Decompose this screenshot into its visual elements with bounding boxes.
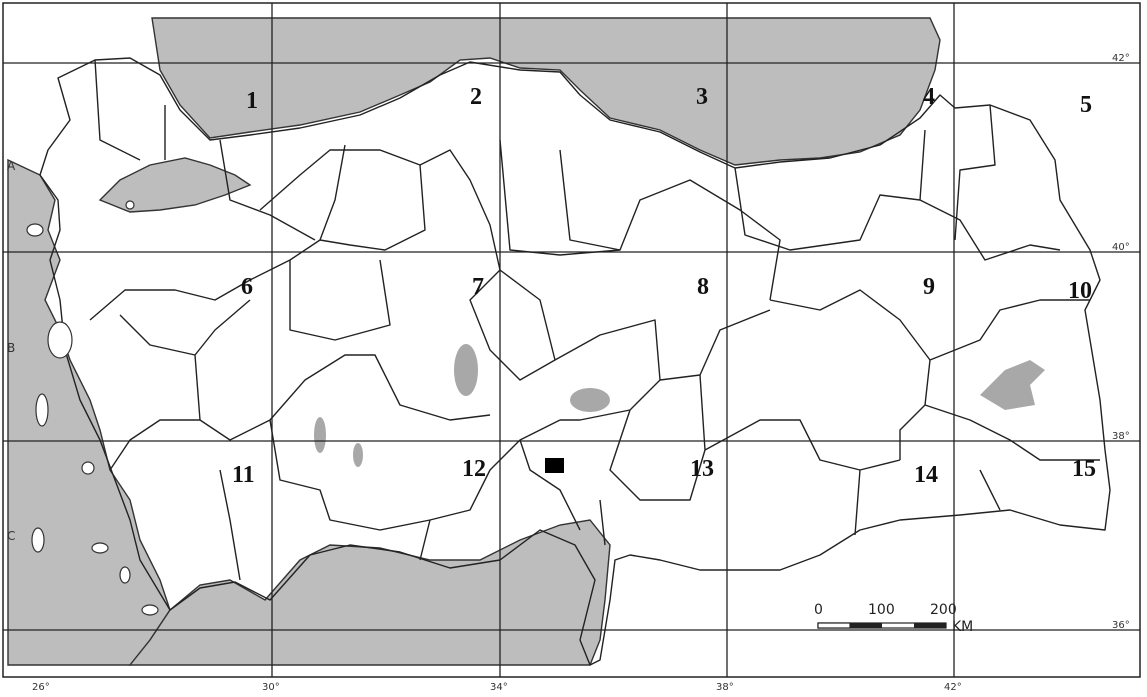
scale-bar: 0 100 200 KM [814,602,973,635]
grid-cell-2: 2 [470,84,482,110]
marmara-sea [98,157,252,213]
grid-cell-14: 14 [914,462,938,488]
grid-cell-10: 10 [1068,278,1092,304]
lon-label-30: 30° [262,682,280,693]
row-letter-a: A [7,159,16,173]
country-outline [39,57,1111,666]
grid-cell-11: 11 [232,462,255,488]
lon-label-34: 34° [490,682,508,693]
islands [26,200,159,616]
scale-unit: KM [952,619,973,635]
black-square-marker [545,458,564,473]
grid-cell-15: 15 [1072,456,1096,482]
grid-cell-4: 4 [923,84,935,110]
scale-tick-100: 100 [868,602,895,618]
grid-cell-9: 9 [923,274,935,300]
beysehir-lake [314,417,326,453]
row-letter-c: C [7,529,15,543]
lat-label-38: 38° [1112,431,1130,442]
black-sea [151,17,941,166]
grid-cell-1: 1 [246,88,258,114]
grid-cell-6: 6 [241,274,253,300]
lat-label-42: 42° [1112,53,1130,64]
grid-cell-12: 12 [462,456,486,482]
scale-tick-200: 200 [930,602,957,618]
row-letter-b: B [7,341,15,355]
scale-tick-0: 0 [814,602,823,618]
salt-flat [570,388,610,412]
grid-cell-7: 7 [472,274,484,300]
lon-label-26: 26° [32,682,50,693]
lat-label-40: 40° [1112,242,1130,253]
lon-label-42: 42° [944,682,962,693]
lat-label-36: 36° [1112,620,1130,631]
lon-label-38: 38° [716,682,734,693]
egirdir-lake [353,443,363,467]
tuz-lake [454,344,478,396]
grid-cell-5: 5 [1080,92,1092,118]
van-lake [980,360,1045,410]
grid-cell-8: 8 [697,274,709,300]
coordinate-grid [3,3,1140,677]
grid-cell-3: 3 [696,84,708,110]
grid-cell-numbers: 1 2 3 4 5 6 7 8 9 10 11 12 13 14 15 [232,84,1096,488]
grid-cell-13: 13 [690,456,714,482]
